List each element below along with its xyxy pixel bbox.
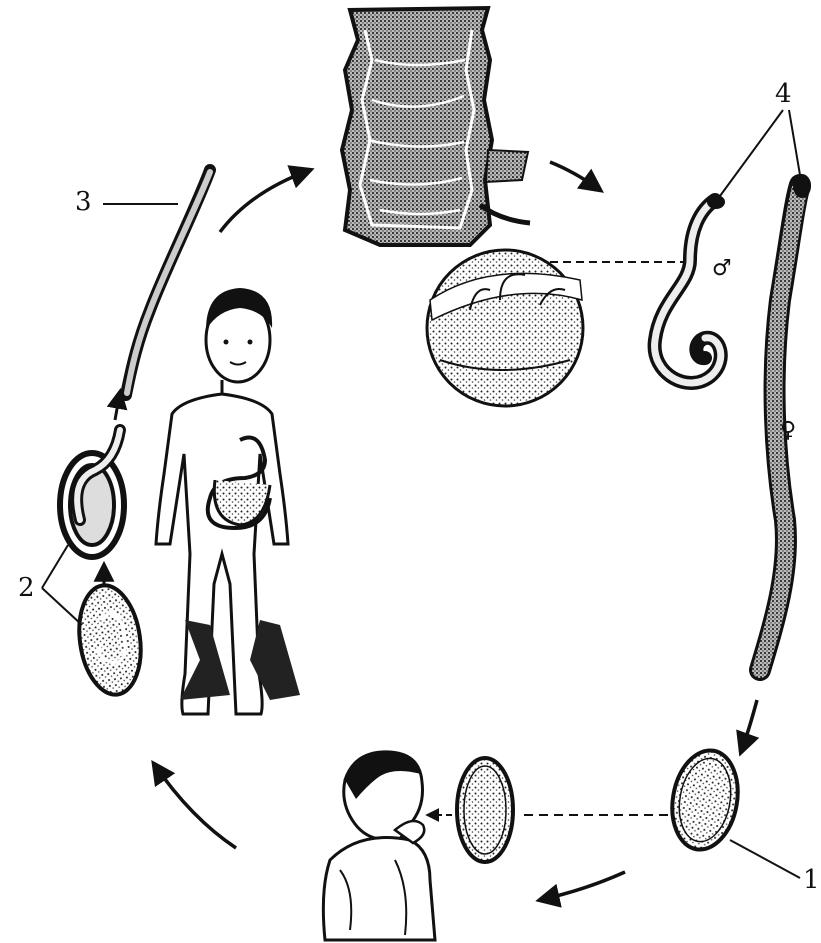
label-1: 1 xyxy=(803,865,820,895)
label-3: 3 xyxy=(75,187,92,217)
larva-egg-icon xyxy=(73,581,148,698)
female-symbol: ♀ xyxy=(780,418,796,443)
larva-hatching-icon xyxy=(60,430,124,557)
label-2: 2 xyxy=(18,573,35,603)
egg-swallowed-icon xyxy=(457,758,513,862)
male-worm xyxy=(655,195,725,383)
child-figure xyxy=(156,288,300,714)
intestine-illustration xyxy=(342,8,530,245)
child-mouth-figure xyxy=(323,752,435,940)
male-symbol: ♂ xyxy=(712,256,732,281)
label-4: 4 xyxy=(775,79,792,109)
egg-icon xyxy=(665,745,745,855)
